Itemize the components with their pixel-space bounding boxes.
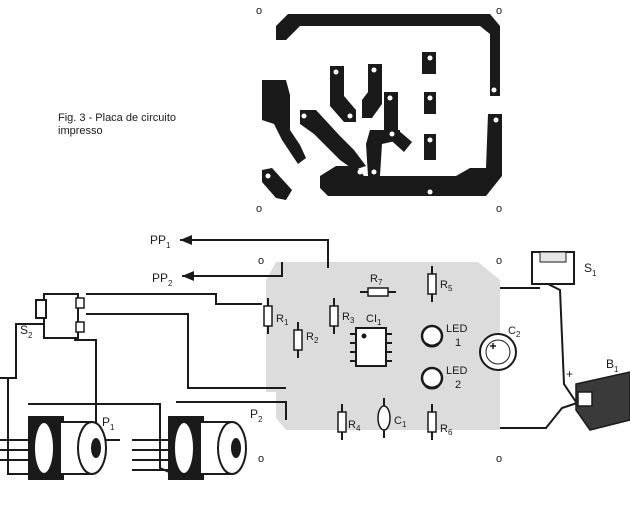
label-ci1: CI1	[366, 313, 382, 327]
caption-line-1: Fig. 3 - Placa de circuito	[58, 112, 176, 124]
label-r6: R6	[440, 423, 453, 437]
pcb-trace-center-4	[384, 92, 412, 152]
wire-p1-loop	[7, 378, 36, 475]
label-r1: R1	[276, 313, 289, 327]
wire-pp2	[182, 262, 283, 277]
pcb-trace-bottom-right	[320, 114, 502, 196]
pcb-trace-center-3	[300, 110, 366, 170]
pcb-trace-center-2	[362, 64, 382, 118]
resistor-r2	[293, 322, 303, 358]
potentiometer-p2	[132, 416, 247, 480]
label-p1: P1	[102, 415, 115, 432]
resistor-r7	[360, 287, 396, 297]
pcb-trace-right-3	[424, 134, 436, 160]
mounting-hole: o	[496, 453, 502, 465]
label-pp1: PP1	[150, 233, 171, 250]
led-2	[420, 366, 444, 390]
battery-b1	[575, 371, 630, 431]
label-p2: P2	[250, 407, 263, 424]
pcb-pad	[347, 113, 353, 119]
label-led2-num: 2	[455, 379, 461, 391]
wire-s1-battery	[547, 283, 577, 403]
pcb-pad	[427, 189, 433, 195]
pcb-pad	[265, 173, 271, 179]
pcb-trace-bottom-left	[262, 168, 292, 200]
mounting-hole: o	[256, 203, 262, 215]
label-r5: R5	[440, 279, 453, 293]
resistor-r3	[329, 298, 339, 334]
pcb-pad	[427, 137, 433, 143]
pcb-pad	[389, 131, 395, 137]
potentiometer-p1	[0, 416, 107, 480]
pcb-trace-left	[262, 80, 306, 164]
label-led1-num: 1	[455, 337, 461, 349]
label-r4: R4	[348, 419, 361, 433]
arrow-pp1	[180, 235, 192, 245]
mounting-hole: o	[496, 5, 502, 17]
label-s1: S1	[584, 261, 597, 278]
wire-s2-b	[86, 313, 286, 389]
pcb-pad	[371, 169, 377, 175]
wire-p2-top	[176, 401, 287, 420]
wiring	[0, 235, 581, 477]
component-board: o o o o	[258, 255, 517, 465]
mounting-hole: o	[496, 255, 502, 267]
label-r2: R2	[306, 331, 319, 345]
pcb-pad	[491, 87, 497, 93]
pcb-trace-right-2	[424, 92, 436, 114]
wire-s2-c	[74, 339, 120, 441]
pcb-pad	[301, 113, 307, 119]
capacitor-c1	[377, 398, 391, 438]
label-r7: R7	[370, 273, 383, 287]
pcb-trace-right-1	[422, 52, 436, 74]
capacitor-c2	[479, 333, 517, 371]
mounting-hole: o	[256, 5, 262, 17]
pcb-pad	[493, 117, 499, 123]
resistor-r5	[427, 266, 437, 302]
pcb-trace-center-5	[366, 130, 400, 176]
pcb-copper-layout: o o o o	[256, 5, 502, 215]
pcb-pad	[357, 169, 363, 175]
mounting-hole: o	[258, 453, 264, 465]
pcb-trace-top	[276, 14, 500, 96]
mounting-hole: o	[496, 203, 502, 215]
label-pp2: PP2	[152, 271, 173, 288]
arrow-pp2	[182, 271, 194, 281]
caption-line-2: impresso	[58, 125, 103, 137]
resistor-r1	[263, 298, 273, 334]
resistor-r6	[427, 404, 437, 440]
label-plus: +	[566, 367, 573, 381]
label-c2: C2	[508, 325, 521, 339]
resistor-r4	[337, 404, 347, 440]
pcb-pad	[371, 67, 377, 73]
pcb-pad	[427, 55, 433, 61]
pcb-pad	[333, 69, 339, 75]
pcb-pad	[427, 95, 433, 101]
labels: PP1 PP2 S2 S1 P1 P2 B1 + R1 R2 R3 R4 R5 …	[20, 233, 619, 437]
switch-s2	[35, 293, 85, 339]
pcb-pad	[267, 37, 273, 43]
ic-ci1	[350, 327, 392, 367]
mounting-hole: o	[258, 255, 264, 267]
wire-battery-board	[500, 401, 581, 429]
label-led2: LED	[446, 365, 467, 377]
pcb-trace-center-1	[330, 66, 356, 122]
figure-caption: Fig. 3 - Placa de circuito impresso	[58, 112, 176, 138]
label-b1: B1	[606, 357, 619, 374]
wire-pp1	[180, 239, 329, 268]
label-led1: LED	[446, 323, 467, 335]
pcb-pad	[387, 95, 393, 101]
label-r3: R3	[342, 311, 355, 325]
led-1	[420, 324, 444, 348]
label-c1: C1	[394, 415, 407, 429]
wire-s2-a	[86, 293, 262, 305]
switch-s1	[531, 251, 575, 285]
label-s2: S2	[20, 323, 33, 340]
